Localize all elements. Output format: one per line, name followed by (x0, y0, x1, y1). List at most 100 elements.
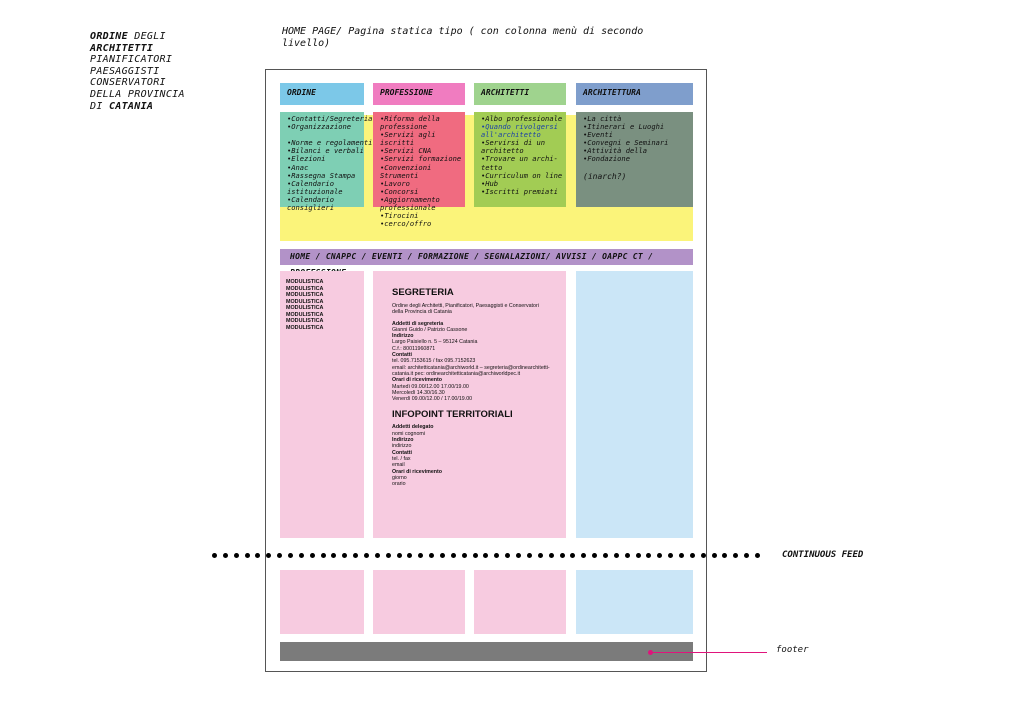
contacts-line-2[interactable]: email: architetticatania@archiworld.it –… (392, 364, 550, 371)
submenu-item[interactable]: •Anac (287, 162, 309, 172)
submenu-item[interactable]: •Eventi (583, 130, 613, 140)
main-nav-bar[interactable]: HOME / CNAPPC / EVENTI / FORMAZIONE / SE… (280, 249, 693, 277)
modulistica-link[interactable]: MODULISTICA (286, 292, 324, 298)
submenu-item[interactable]: •Norme e regolamenti (287, 138, 373, 148)
submenu-item[interactable]: •La città (583, 114, 622, 123)
divider-dot (212, 552, 217, 558)
submenu-item (583, 164, 686, 172)
submenu-item[interactable]: professione (380, 122, 427, 132)
divider-dot (385, 552, 391, 558)
organization-name-line: ORDINE DEGLI (90, 31, 250, 43)
divider-dot (320, 552, 326, 558)
submenu-item[interactable]: •Itinerari e Luoghi (583, 122, 665, 132)
modulistica-link[interactable]: MODULISTICA (286, 279, 324, 285)
contacts-label: Contatti (392, 352, 413, 359)
divider-dot (754, 552, 760, 558)
submenu-item[interactable]: •cerco/offro (380, 219, 432, 229)
submenu-item[interactable]: •Iscritti premiati (481, 186, 558, 196)
submenu-item[interactable]: professionale (380, 203, 436, 213)
feed-card-2[interactable] (373, 570, 465, 634)
submenu-item[interactable]: istituzionale (287, 186, 343, 196)
submenu-item[interactable]: •Rassegna Stampa (287, 170, 356, 180)
right-sidebar-placeholder (576, 271, 693, 538)
submenu-item[interactable]: tetto (481, 162, 503, 172)
submenu-item[interactable]: •Servizi formazione (380, 154, 462, 164)
submenu-item[interactable]: •Trovare un archi- (481, 154, 558, 164)
submenu-item[interactable]: •Organizzazione (287, 122, 352, 132)
menu-header-architetti[interactable]: ARCHITETTI (474, 83, 566, 107)
submenu-item[interactable]: •Bilanci e verbali (287, 146, 364, 156)
organization-name-line: PIANIFICATORI (90, 54, 250, 66)
submenu-item[interactable]: •Riforma della (380, 114, 440, 123)
submenu-item[interactable]: •Albo professionale (481, 114, 563, 123)
divider-dot (483, 552, 489, 558)
divider-dot (244, 552, 250, 558)
divider-dot (570, 552, 576, 558)
divider-dot (744, 552, 750, 558)
divider-dot (472, 552, 478, 558)
submenu-item[interactable]: all'architetto (481, 130, 541, 140)
submenu-item[interactable]: •Lavoro (380, 178, 410, 188)
submenu-item[interactable]: iscritti (380, 138, 415, 148)
submenu-item[interactable]: •Elezioni (287, 154, 326, 164)
submenu-item[interactable]: •Quando rivolgersi (481, 122, 558, 132)
submenu-item[interactable]: •Convenzioni (380, 162, 432, 172)
divider-dot (700, 552, 706, 558)
submenu-item[interactable]: •Hub (481, 178, 499, 188)
segreteria-heading: SEGRETERIA (392, 287, 454, 298)
modulistica-link[interactable]: MODULISTICA (286, 324, 324, 331)
submenu-item[interactable]: •Concorsi (380, 186, 419, 196)
submenu-item[interactable]: •Attività della (583, 146, 648, 156)
divider-dot (288, 552, 294, 558)
modulistica-link[interactable]: MODULISTICA (286, 311, 324, 318)
menu-header-architettura[interactable]: ARCHITETTURA (576, 83, 693, 107)
divider-dot (440, 552, 446, 558)
menu-header-ordine[interactable]: ORDINE (280, 83, 364, 107)
divider-dot (222, 552, 228, 558)
divider-dot (331, 552, 337, 558)
submenu-item[interactable]: •Contatti/Segreteria (287, 114, 373, 123)
organization-name-segment: ORDINE (90, 31, 128, 42)
modulistica-link[interactable]: MODULISTICA (286, 305, 324, 311)
staff-value: Gianni Guido / Patrizio Cassone (392, 326, 468, 333)
footer-pointer-line (652, 652, 767, 653)
main-content: SEGRETERIA Ordine degli Architetti, Pian… (373, 271, 566, 538)
feed-card-4[interactable] (576, 570, 693, 634)
infopoint-hours-label: Orari di ricevimento (392, 468, 443, 475)
submenu-item[interactable]: (inarch?) (583, 171, 627, 181)
submenu-item[interactable]: •Tirocini (380, 211, 419, 221)
divider-dot (668, 552, 674, 558)
submenu-item[interactable]: •Fondazione (583, 154, 630, 164)
submenu-item[interactable]: •Servizi CNA (380, 146, 432, 156)
modulistica-link[interactable]: MODULISTICA (286, 285, 324, 292)
submenu-item[interactable]: •Servirsi di un (481, 138, 546, 148)
feed-card-3[interactable] (474, 570, 566, 634)
divider-dot (722, 552, 728, 558)
modulistica-link[interactable]: MODULISTICA (286, 298, 324, 305)
divider-dot (559, 552, 565, 558)
submenu-item[interactable]: •Convegni e Seminari (583, 138, 669, 148)
footer-bar (280, 642, 693, 661)
menu-header-professione[interactable]: PROFESSIONE (373, 83, 465, 107)
submenu-item[interactable]: architetto (481, 146, 524, 156)
submenu-item[interactable]: •Aggiornamento (380, 194, 440, 204)
divider-dot (602, 552, 608, 558)
divider-dot (689, 552, 695, 558)
submenu-item[interactable]: •Servizi agli (380, 130, 436, 140)
delegate-value: nomi cognomi (392, 430, 425, 437)
divider-dot (624, 552, 630, 558)
modulistica-link[interactable]: MODULISTICA (286, 318, 324, 324)
submenu-item[interactable]: •Calendario (287, 178, 334, 188)
organization-name-segment: CATANIA (108, 100, 154, 112)
divider-dot (353, 552, 359, 558)
contacts-line-3[interactable]: catania.it pec: ordinearchitetticatania@… (392, 370, 521, 377)
divider-dot (364, 552, 370, 558)
submenu-item[interactable]: •Curriculum on line (481, 170, 563, 180)
submenu-item[interactable]: •Calendario (287, 194, 334, 204)
feed-card-1[interactable] (280, 570, 364, 634)
submenu-item[interactable]: consiglieri (287, 203, 334, 213)
submenu-item[interactable]: Strumenti (380, 170, 419, 180)
contacts-line-1: tel. 095.7153615 / fax 095.7152623 (392, 358, 476, 365)
